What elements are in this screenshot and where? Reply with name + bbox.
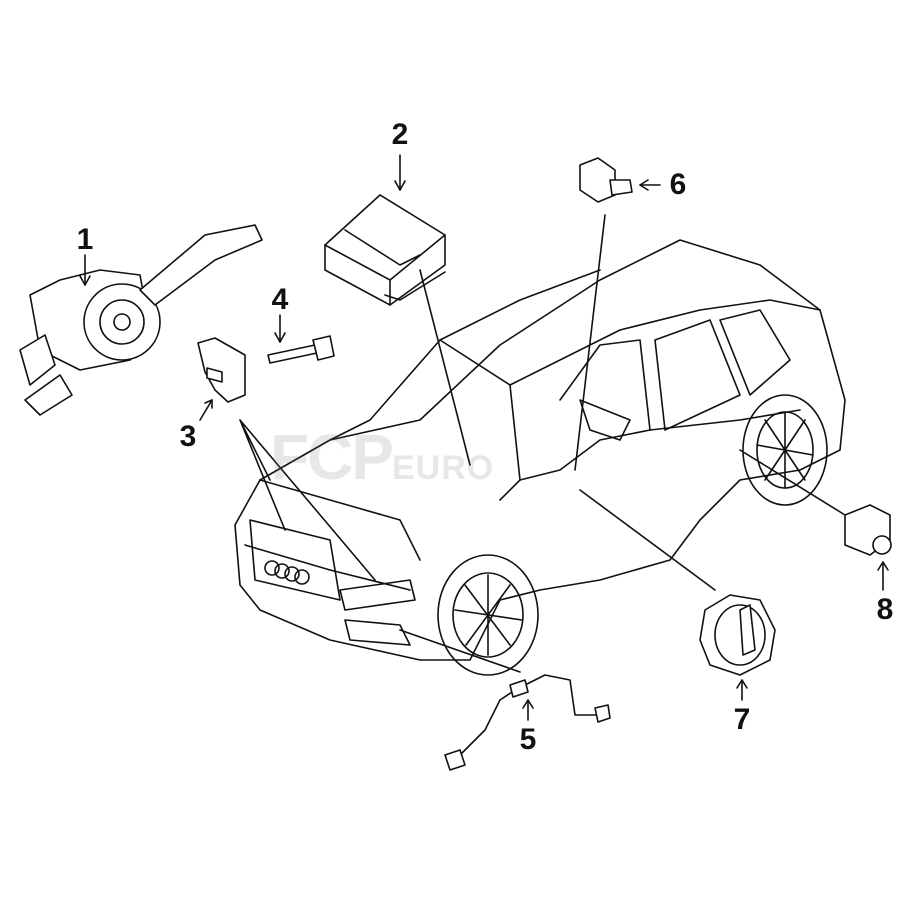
part-6-sensor xyxy=(574,157,661,471)
callout-5: 5 xyxy=(519,723,537,756)
part-1-steering-column-switch xyxy=(19,224,263,416)
vehicle-outline xyxy=(234,239,846,676)
watermark-logo: FCPEURO xyxy=(270,421,495,493)
front-wheel xyxy=(437,554,539,676)
part-7-clock-spring xyxy=(579,489,776,701)
part-5-sensor-harness xyxy=(399,629,611,771)
rear-wheel xyxy=(742,394,828,506)
part-3-sensor xyxy=(197,337,376,581)
part-4-bolt xyxy=(267,314,335,364)
callout-1: 1 xyxy=(76,223,94,256)
callout-7: 7 xyxy=(733,703,751,736)
callout-8: 8 xyxy=(876,593,894,626)
part-2-airbag-control-module xyxy=(324,154,471,466)
callout-2: 2 xyxy=(391,118,409,151)
callout-6: 6 xyxy=(669,168,687,201)
callout-3: 3 xyxy=(179,420,197,453)
part-8-parking-sensor xyxy=(739,449,892,591)
callout-4: 4 xyxy=(271,283,289,316)
audi-rings-emblem xyxy=(264,560,310,585)
